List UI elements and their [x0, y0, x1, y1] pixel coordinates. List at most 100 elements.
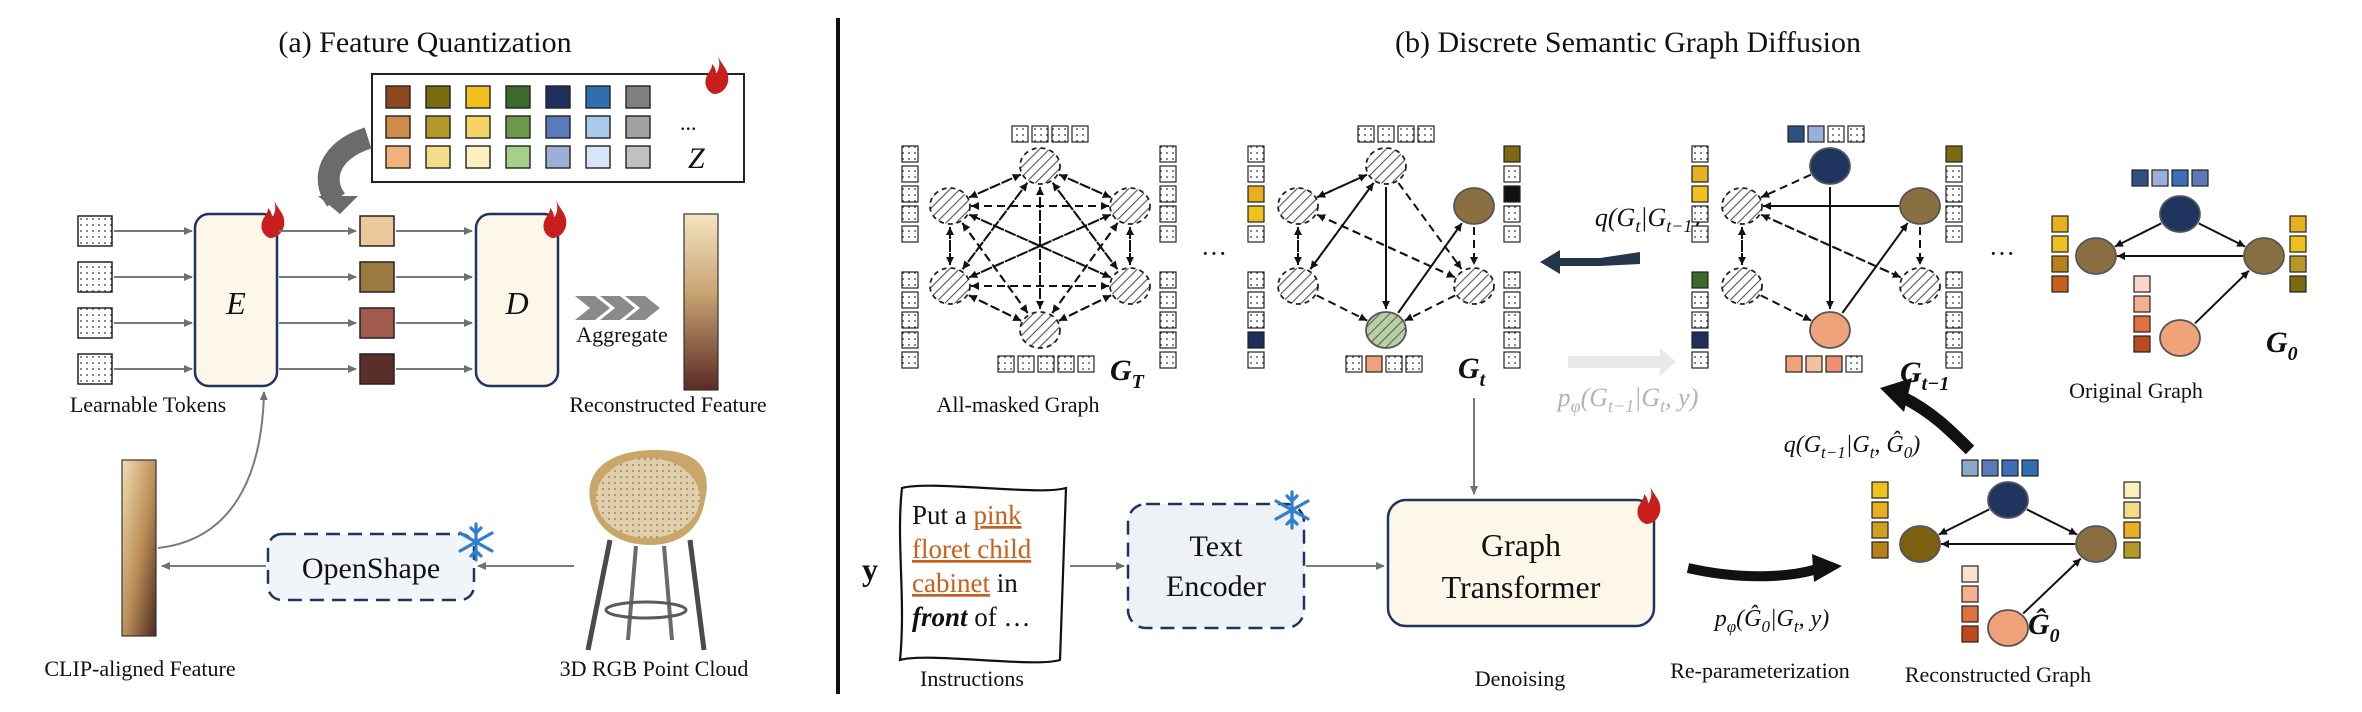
- graph-transformer-line-1: Graph: [1481, 527, 1561, 563]
- graph-edge: [1404, 294, 1456, 322]
- attr-cell: [1945, 185, 1963, 203]
- openshape-label: OpenShape: [302, 552, 440, 585]
- attr-cell: [1247, 165, 1265, 183]
- instructions-label: Instructions: [920, 666, 1024, 691]
- attr-cell: [2123, 481, 2141, 499]
- brown-node: [1899, 187, 1941, 225]
- instruction-of: of …: [974, 602, 1030, 632]
- attr-cell: [2051, 235, 2069, 253]
- masked-attr: [1051, 125, 1069, 143]
- graph-edge: [2026, 508, 2078, 536]
- green-hatched-node: [1365, 311, 1407, 349]
- codebook: Z ...: [371, 73, 745, 183]
- attr-cell: [1691, 185, 1709, 203]
- codebook-ellipsis: ...: [680, 110, 697, 135]
- graph-edge: [1841, 222, 1909, 314]
- attr-cell: [1945, 291, 1963, 309]
- attr-cell: [1247, 205, 1265, 223]
- masked-attr: [1159, 271, 1177, 289]
- point-cloud-stool: [585, 450, 707, 651]
- token-arrows: [114, 227, 193, 373]
- attr-cell: [2133, 275, 2151, 293]
- attr-cell: [1503, 271, 1521, 289]
- original-graph: [2051, 169, 2307, 357]
- encoder-label: E: [225, 285, 246, 321]
- clip-to-encoder-arrow: [157, 391, 268, 549]
- attr-cell: [2131, 169, 2149, 187]
- masked-attr: [901, 351, 919, 369]
- point-cloud-label: 3D RGB Point Cloud: [560, 656, 749, 681]
- attr-cell: [1247, 225, 1265, 243]
- masked-attr: [1071, 125, 1089, 143]
- masked-attr: [1017, 355, 1035, 373]
- decoder-label: D: [504, 285, 528, 321]
- attr-cell: [1871, 521, 1889, 539]
- attr-cell: [1503, 291, 1521, 309]
- all-masked-graph-label: All-masked Graph: [936, 392, 1099, 417]
- masked-attr: [901, 145, 919, 163]
- masked-node: [1721, 187, 1763, 225]
- attr-cell: [1961, 459, 1979, 477]
- codebook-cell: [505, 115, 531, 139]
- attr-cell: [1787, 125, 1805, 143]
- attr-cell: [1405, 355, 1423, 373]
- peach-node: [2159, 319, 2201, 357]
- decoder-block: D: [474, 212, 560, 388]
- attr-cell: [2051, 255, 2069, 273]
- decoder-in-arrows: [396, 227, 473, 373]
- attr-cell: [1503, 351, 1521, 369]
- masked-attr: [901, 291, 919, 309]
- clip-feature-bar: [121, 459, 157, 637]
- ellipsis-right: ···: [1989, 239, 2015, 268]
- attr-cell: [1691, 311, 1709, 329]
- learnable-tokens-label: Learnable Tokens: [70, 392, 226, 417]
- codebook-cell: [545, 85, 571, 109]
- attr-cell: [1385, 355, 1403, 373]
- attr-cell: [1503, 185, 1521, 203]
- codebook-to-quantized-arrow: [317, 127, 372, 214]
- graph-transformer-line-2: Transformer: [1442, 569, 1601, 605]
- attr-cell: [1503, 205, 1521, 223]
- attr-cell: [1691, 205, 1709, 223]
- masked-attr: [901, 165, 919, 183]
- graph-edge: [2198, 222, 2246, 248]
- attr-cell: [1691, 225, 1709, 243]
- attr-cell: [1357, 125, 1375, 143]
- instruction-text: Put a pink floret child cabinet in front…: [912, 500, 1038, 632]
- codebook-cell: [465, 145, 491, 169]
- attr-cell: [2289, 215, 2307, 233]
- masked-node: [929, 267, 971, 305]
- masked-attr: [901, 271, 919, 289]
- snowflake-icon: [1274, 490, 1310, 530]
- encoder-arrows: [279, 227, 357, 373]
- masked-attr: [901, 225, 919, 243]
- codebook-symbol: Z: [688, 142, 705, 175]
- masked-attr: [1159, 165, 1177, 183]
- p-reparam-label: pφ(Ĝ0|Gt, y): [1713, 606, 1830, 636]
- masked-attr: [997, 355, 1015, 373]
- masked-node: [1277, 187, 1319, 225]
- attr-cell: [1247, 351, 1265, 369]
- p-reverse-label: pφ(Gt−1|Gt, y): [1556, 383, 1699, 416]
- graph-transformer-block: Graph Transformer: [1386, 498, 1656, 628]
- masked-attr: [901, 185, 919, 203]
- navy-node: [2159, 195, 2201, 233]
- masked-attr: [901, 311, 919, 329]
- attr-cell: [1691, 291, 1709, 309]
- instruction-front: front: [912, 602, 969, 632]
- label-G0hat: Ĝ0: [2028, 608, 2060, 647]
- attr-cell: [1805, 355, 1823, 373]
- reparam-arrow: [1686, 554, 1842, 582]
- masked-attr: [1159, 205, 1177, 223]
- aggregate-chevrons-icon: [575, 296, 660, 320]
- codebook-cell: [625, 145, 651, 169]
- attr-cell: [1247, 271, 1265, 289]
- masked-attr: [1057, 355, 1075, 373]
- masked-node: [1019, 311, 1061, 349]
- masked-edge: [1051, 222, 1119, 314]
- fire-icon: [261, 200, 285, 238]
- graph-edge: [1938, 508, 1990, 536]
- codebook-cell: [385, 85, 411, 109]
- masked-attr: [1159, 311, 1177, 329]
- attr-cell: [2289, 255, 2307, 273]
